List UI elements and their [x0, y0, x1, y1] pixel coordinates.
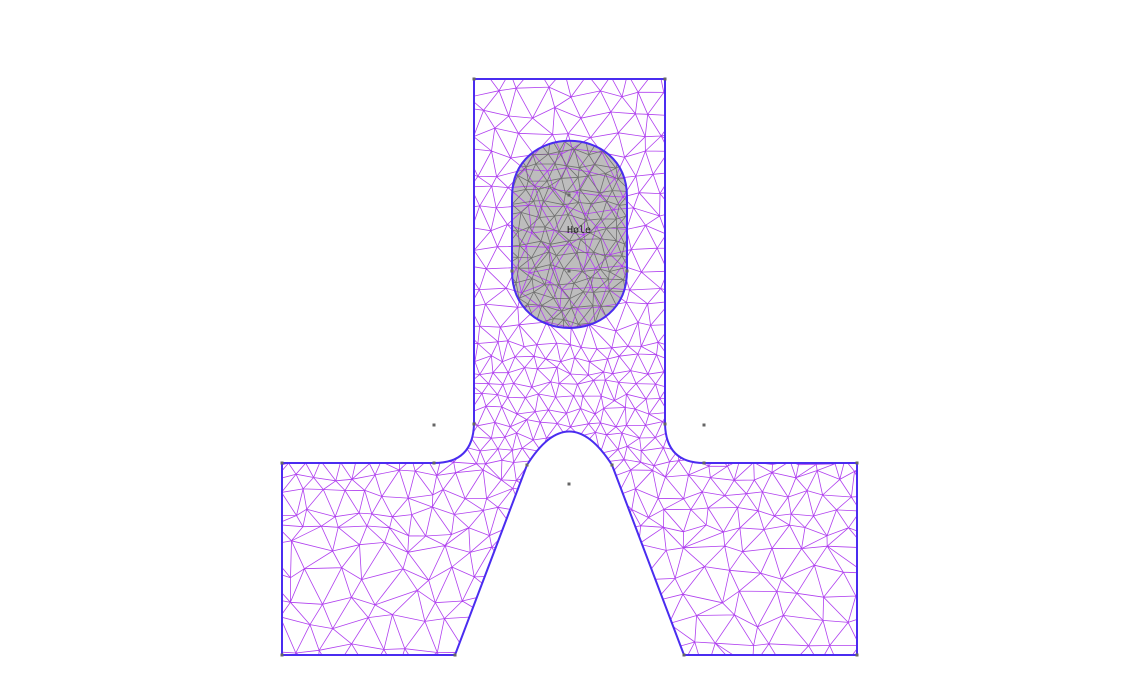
vertex-marker[interactable] — [610, 463, 614, 467]
vertex-marker[interactable] — [855, 461, 859, 465]
vertex-marker[interactable] — [472, 77, 476, 81]
vertex-marker[interactable] — [682, 653, 686, 657]
vertex-marker[interactable] — [702, 461, 706, 465]
outer-boundary — [281, 78, 858, 656]
vertex-markers — [280, 77, 859, 657]
vertex-marker[interactable] — [702, 423, 706, 427]
vertex-marker[interactable] — [567, 482, 571, 486]
vertex-marker[interactable] — [432, 461, 436, 465]
vertex-marker[interactable] — [663, 422, 667, 426]
vertex-marker[interactable] — [567, 269, 571, 273]
vertex-marker[interactable] — [510, 269, 514, 273]
vertex-marker[interactable] — [453, 653, 457, 657]
vertex-marker[interactable] — [625, 269, 629, 273]
vertex-marker[interactable] — [567, 193, 571, 197]
vertex-marker[interactable] — [280, 653, 284, 657]
vertex-marker[interactable] — [525, 463, 529, 467]
vertex-marker[interactable] — [855, 653, 859, 657]
hole-label: Hole — [567, 225, 591, 236]
vertex-marker[interactable] — [663, 77, 667, 81]
vertex-marker[interactable] — [472, 422, 476, 426]
vertex-marker[interactable] — [432, 423, 436, 427]
vertex-marker[interactable] — [280, 461, 284, 465]
